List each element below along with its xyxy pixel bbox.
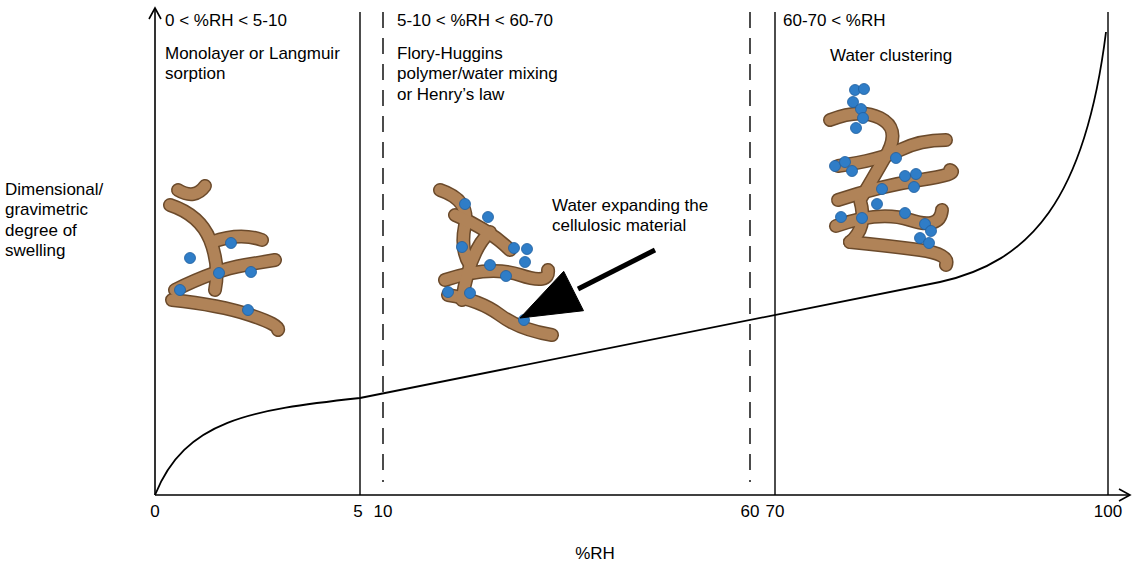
axis-title: Dimensional/ gravimetric degree of swell… (5, 180, 115, 262)
axis-title: %RH (575, 544, 615, 564)
region-range: 0 < %RH < 5-10 (165, 11, 287, 31)
tick-label: 10 (374, 502, 393, 522)
region-name: Flory-Huggins polymer/water mixing or He… (397, 44, 572, 105)
axes (149, 8, 1130, 501)
callout-arrow (520, 250, 655, 318)
tick-label: 0 (150, 502, 159, 522)
callout-text: Water expanding the cellulosic material (552, 196, 732, 237)
region-lines (360, 12, 1108, 495)
region-name: Water clustering (830, 46, 1030, 66)
tick-label: 60 (741, 502, 760, 522)
water-molecules (175, 84, 937, 326)
tick-label: 100 (1094, 502, 1122, 522)
sorption-curve (155, 32, 1106, 495)
cellulose-fibres (170, 113, 952, 335)
region-name: Monolayer or Langmuir sorption (165, 44, 350, 85)
region-range: 60-70 < %RH (783, 11, 886, 31)
tick-label: 5 (353, 502, 362, 522)
region-range: 5-10 < %RH < 60-70 (397, 11, 553, 31)
tick-label: 70 (766, 502, 785, 522)
